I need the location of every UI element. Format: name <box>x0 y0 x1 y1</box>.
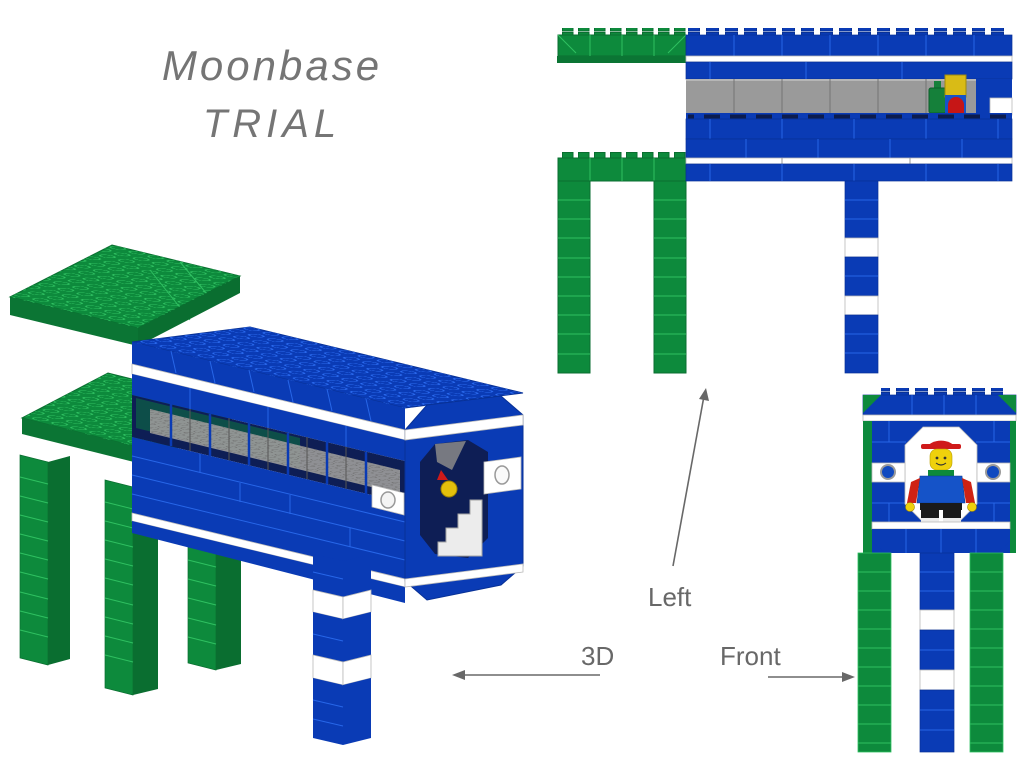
front-view-label: Front <box>720 641 781 671</box>
left-view-arrow <box>672 388 709 567</box>
lego-3d-view <box>8 244 524 745</box>
green-legs-left-view <box>557 152 687 374</box>
blue-module-3d <box>131 326 524 745</box>
blue-leg-left-view <box>844 180 879 374</box>
lego-front-view <box>857 388 1017 753</box>
green-upper-plate <box>8 244 242 346</box>
iso-view-arrow <box>452 670 600 680</box>
porthole-right <box>985 464 1001 480</box>
lego-left-view <box>557 28 1013 374</box>
blue-leg-front-view <box>919 552 955 753</box>
green-plate-top <box>557 28 687 63</box>
front-view-arrow <box>768 672 855 682</box>
sheet-title-line2: TRIAL <box>202 102 342 146</box>
left-view-label: Left <box>648 582 692 612</box>
iso-view-label: 3D <box>581 641 615 671</box>
front-view-legs <box>857 552 1004 753</box>
sheet-title-line1: Moonbase <box>161 42 383 89</box>
minifig-side-view <box>944 74 967 113</box>
minifig-front-view <box>905 440 977 522</box>
minifig-head-3d <box>440 480 458 498</box>
white-staircase <box>437 499 483 557</box>
porthole-left <box>880 464 896 480</box>
blue-leg-3d <box>312 554 372 745</box>
blue-module-left-view <box>685 28 1013 374</box>
module-end-face <box>404 395 524 601</box>
